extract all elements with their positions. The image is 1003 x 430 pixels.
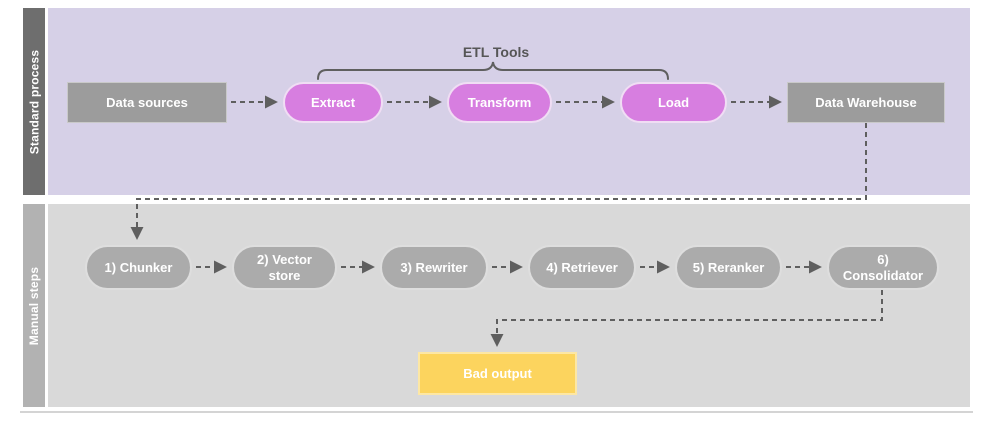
node-retriever: 4) Retriever bbox=[528, 245, 636, 290]
node-data-warehouse: Data Warehouse bbox=[787, 82, 945, 123]
bottom-divider bbox=[20, 411, 973, 413]
lane-standard-process-header: Standard process bbox=[23, 8, 45, 195]
node-chunker: 1) Chunker bbox=[85, 245, 192, 290]
node-vector-store: 2) Vector store bbox=[232, 245, 337, 290]
lane-standard-process-label: Standard process bbox=[27, 49, 42, 154]
node-load: Load bbox=[620, 82, 727, 123]
node-transform: Transform bbox=[447, 82, 552, 123]
etl-tools-label: ETL Tools bbox=[462, 44, 530, 60]
node-bad-output: Bad output bbox=[418, 352, 577, 395]
node-data-sources: Data sources bbox=[67, 82, 227, 123]
node-consolidator: 6) Consolidator bbox=[827, 245, 939, 290]
lane-manual-steps-label: Manual steps bbox=[27, 266, 42, 345]
lane-manual-steps-header: Manual steps bbox=[23, 204, 45, 407]
node-reranker: 5) Reranker bbox=[675, 245, 782, 290]
node-rewriter: 3) Rewriter bbox=[380, 245, 488, 290]
node-extract: Extract bbox=[283, 82, 383, 123]
